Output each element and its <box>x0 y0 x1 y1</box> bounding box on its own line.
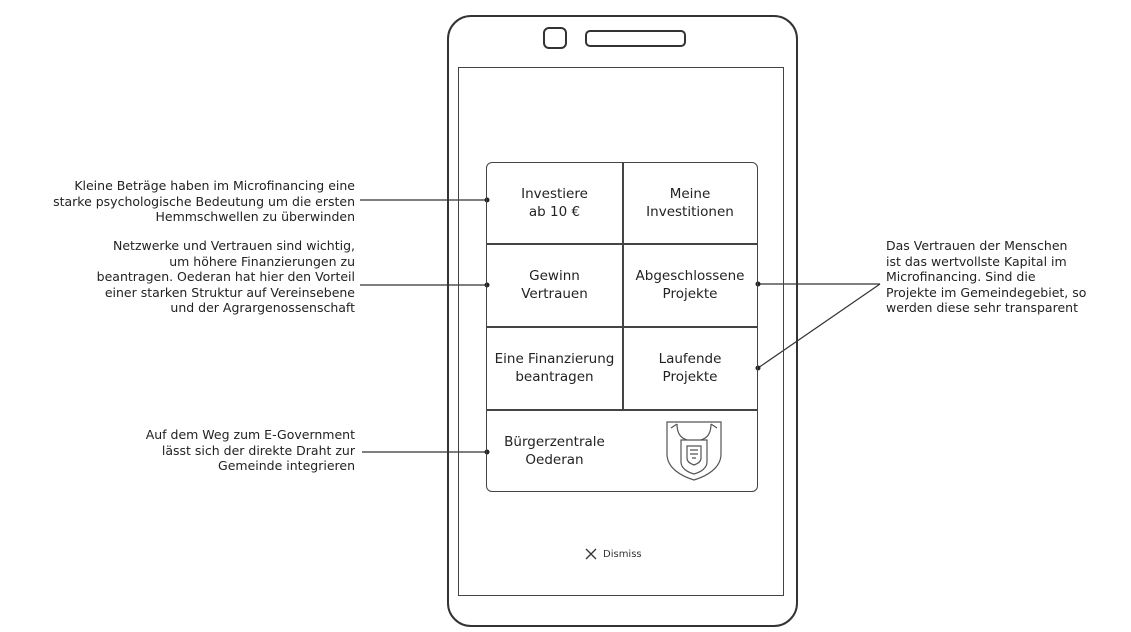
my-investments-label: Meine Investitionen <box>646 186 734 220</box>
phone-frame <box>447 15 798 627</box>
citizen-center-button[interactable]: Bürgerzentrale Oederan <box>487 410 622 491</box>
coat-of-arms-icon <box>666 421 722 481</box>
phone-speaker <box>585 30 686 47</box>
annotation-networks: Netzwerke und Vertrauen sind wichtig, um… <box>96 238 355 315</box>
invest-label: Investiere ab 10 € <box>521 186 588 220</box>
annotation-trust: Das Vertrauen der Menschen ist das wertv… <box>886 238 1087 315</box>
completed-projects-button[interactable]: Abgeschlossene Projekte <box>623 244 757 326</box>
citizen-center-label: Bürgerzentrale Oederan <box>504 433 605 468</box>
annotation-small-amounts: Kleine Beträge haben im Microfinancing e… <box>53 178 355 224</box>
grid-divider <box>486 409 758 411</box>
grid-divider <box>486 326 758 328</box>
my-investments-button[interactable]: Meine Investitionen <box>623 163 757 243</box>
phone-screen <box>458 67 784 596</box>
connector-dot <box>755 281 761 287</box>
connector-dot <box>755 365 761 371</box>
apply-financing-button[interactable]: Eine Finanzierung beantragen <box>487 327 622 409</box>
connector-trust-bottom <box>757 283 881 369</box>
completed-projects-label: Abgeschlossene Projekte <box>635 268 745 302</box>
gain-trust-button[interactable]: Gewinn Vertrauen <box>487 244 622 326</box>
close-icon <box>585 548 597 560</box>
invest-button[interactable]: Investiere ab 10 € <box>487 163 622 243</box>
connector-dot <box>484 197 490 203</box>
gain-trust-label: Gewinn Vertrauen <box>521 268 588 302</box>
phone-camera <box>543 27 567 49</box>
running-projects-button[interactable]: Laufende Projekte <box>623 327 757 409</box>
connector-dot <box>484 449 490 455</box>
dismiss-button[interactable]: Dismiss <box>585 548 642 560</box>
dismiss-label: Dismiss <box>603 548 642 560</box>
grid-divider <box>622 162 624 410</box>
annotation-egov: Auf dem Weg zum E-Government lässt sich … <box>145 427 355 473</box>
grid-divider <box>486 243 758 245</box>
running-projects-label: Laufende Projekte <box>658 351 722 385</box>
apply-financing-label: Eine Finanzierung beantragen <box>494 351 615 385</box>
connector-dot <box>484 282 490 288</box>
